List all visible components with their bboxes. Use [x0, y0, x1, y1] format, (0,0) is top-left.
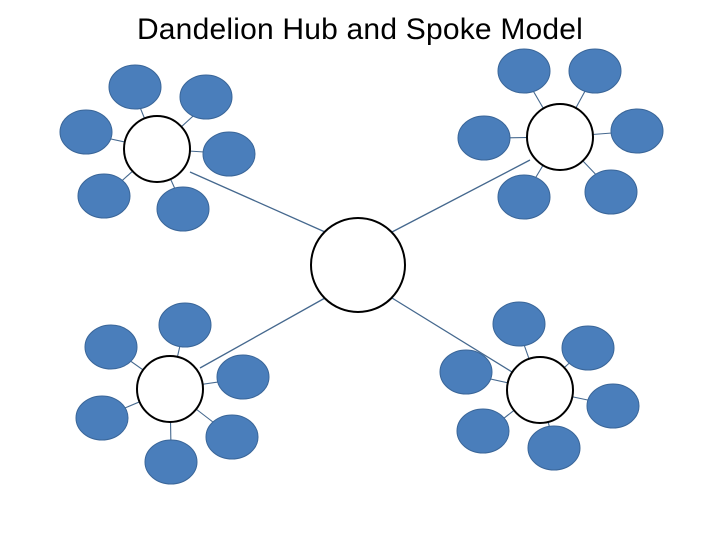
petal-node[interactable]: [179, 74, 233, 120]
petals-bottom-right-cluster: [439, 301, 640, 471]
petal-node[interactable]: [457, 115, 511, 161]
hub-top-left[interactable]: [123, 115, 191, 183]
hub-bottom-left[interactable]: [136, 355, 204, 423]
petals-top-right-cluster: [457, 48, 664, 220]
petal-node[interactable]: [584, 169, 638, 215]
petal-node[interactable]: [158, 302, 212, 348]
trunk-center-to-top-left: [189, 171, 326, 233]
petal-node[interactable]: [77, 173, 131, 219]
petal-node[interactable]: [610, 108, 664, 154]
petal-node[interactable]: [439, 349, 493, 395]
trunk-lines: [189, 159, 531, 373]
petal-node[interactable]: [527, 425, 581, 471]
petal-node[interactable]: [561, 325, 615, 371]
petal-node[interactable]: [497, 48, 551, 94]
petal-node[interactable]: [202, 131, 256, 177]
petal-node[interactable]: [75, 395, 129, 441]
petal-node[interactable]: [144, 439, 198, 485]
trunk-center-to-bottom-right: [391, 297, 513, 373]
petals-bottom-left-cluster: [75, 302, 270, 485]
petal-node[interactable]: [568, 48, 622, 94]
petal-node[interactable]: [586, 383, 640, 429]
hub-bottom-right[interactable]: [506, 356, 574, 424]
petal-node[interactable]: [497, 174, 551, 220]
page-title: Dandelion Hub and Spoke Model: [136, 13, 584, 46]
petal-node[interactable]: [216, 354, 270, 400]
petal-node[interactable]: [456, 408, 510, 454]
petal-node[interactable]: [84, 324, 138, 370]
trunk-center-to-bottom-left: [199, 297, 326, 369]
petal-node[interactable]: [156, 186, 210, 232]
hub-top-right[interactable]: [526, 103, 594, 171]
hub-center[interactable]: [310, 217, 406, 313]
petal-node[interactable]: [59, 109, 113, 155]
petals-top-left-cluster: [59, 64, 256, 232]
petal-node[interactable]: [205, 414, 259, 460]
petal-node[interactable]: [492, 301, 546, 347]
trunk-center-to-top-right: [391, 159, 531, 233]
petal-node[interactable]: [108, 64, 162, 110]
